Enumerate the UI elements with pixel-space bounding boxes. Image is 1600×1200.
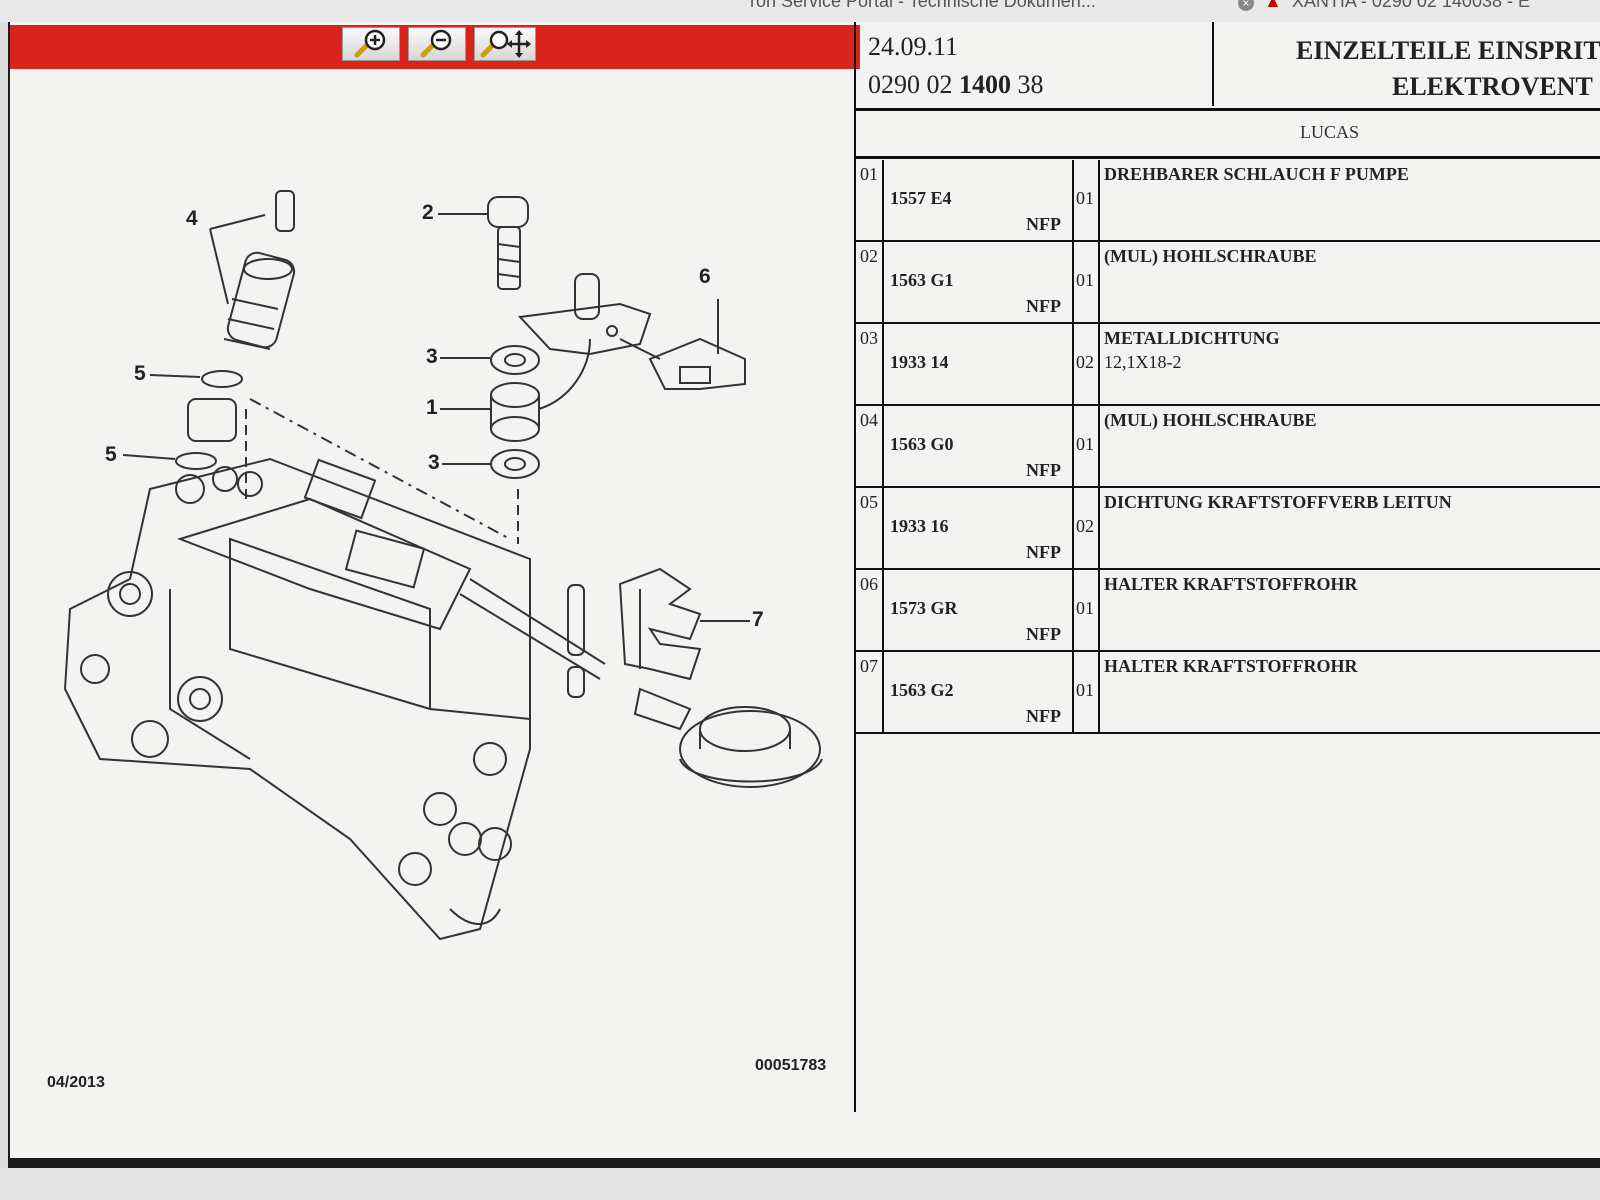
callout-4: 4 [186, 207, 198, 230]
part-description: DREHBARER SCHLAUCH F PUMPE [1104, 164, 1409, 184]
part-number: 1557 E4 [890, 188, 952, 208]
part-4-fitting [223, 190, 296, 350]
part-number: 1933 16 [890, 516, 949, 536]
exploded-view-drawing[interactable]: 4 2 6 3 1 3 5 5 7 04/2013 00051783 [10, 69, 862, 1149]
callout-5-upper: 5 [134, 362, 146, 385]
callout-2: 2 [422, 201, 434, 224]
parts-table: 01 1557 E4 NFP 01 DREHBARER SCHLAUCH F P… [856, 160, 1600, 734]
pan-zoom-icon [480, 30, 531, 58]
quantity: 02 [1076, 516, 1094, 536]
position-number: 01 [860, 164, 878, 184]
manufacturer-label: LUCAS [1300, 122, 1360, 142]
panel-divider [854, 22, 856, 1112]
callout-3-lower: 3 [428, 451, 440, 474]
table-row[interactable]: 02 1563 G1 NFP 01 (MUL) HOHLSCHRAUBE [856, 242, 1600, 324]
cover-lid [633, 687, 823, 788]
drawing-date: 04/2013 [47, 1074, 105, 1091]
position-number: 02 [860, 246, 878, 266]
part-flag: NFP [1026, 460, 1061, 480]
part-5-seal-lower [175, 452, 217, 470]
zoom-in-button[interactable] [342, 27, 400, 61]
browser-tab-service-portal[interactable]: ron Service Portal - Technische Dokumen.… [750, 0, 1096, 12]
part-3-washer-lower [490, 449, 540, 479]
position-number: 04 [860, 410, 878, 430]
injection-pump-body [63, 457, 606, 941]
part-2-hollow-screw [487, 196, 529, 290]
table-row[interactable]: 04 1563 G0 NFP 01 (MUL) HOHLSCHRAUBE [856, 406, 1600, 488]
table-row[interactable]: 06 1573 GR NFP 01 HALTER KRAFTSTOFFROHR [856, 570, 1600, 652]
table-row[interactable]: 05 1933 16 NFP 02 DICHTUNG KRAFTSTOFFVER… [856, 488, 1600, 570]
part-spec: 12,1X18-2 [1104, 352, 1182, 372]
part-number: 1573 GR [890, 598, 958, 618]
page-title-line1: EINZELTEILE EINSPRIT [1296, 36, 1600, 65]
part-1-banjo [490, 338, 591, 442]
part-3-washer-upper [490, 345, 540, 375]
table-row[interactable]: 07 1563 G2 NFP 01 HALTER KRAFTSTOFFROHR [856, 652, 1600, 734]
document-window: 4 2 6 3 1 3 5 5 7 04/2013 00051783 [8, 22, 1600, 1168]
callout-6: 6 [699, 265, 711, 288]
callout-3-upper: 3 [426, 345, 438, 368]
desk-background [0, 1168, 1600, 1200]
part-description: (MUL) HOHLSCHRAUBE [1104, 246, 1317, 266]
quantity: 01 [1076, 270, 1094, 290]
part-5-collar [187, 398, 237, 442]
quantity: 01 [1076, 188, 1094, 208]
part-flag: NFP [1026, 542, 1061, 562]
bracket [517, 273, 652, 356]
part-7-holder [618, 567, 702, 681]
zoom-in-icon [354, 29, 386, 58]
browser-tab-strip: ron Service Portal - Technische Dokumen.… [0, 0, 1600, 22]
pump-diagram [63, 190, 823, 941]
callout-7: 7 [752, 608, 764, 631]
part-6-clip [619, 337, 746, 390]
part-description: HALTER KRAFTSTOFFROHR [1104, 574, 1358, 594]
position-number: 03 [860, 328, 878, 348]
viewer-toolbar [10, 25, 860, 69]
pump-reference: 0290 02 1400 38 [868, 70, 1044, 99]
part-description: HALTER KRAFTSTOFFROHR [1104, 656, 1358, 676]
position-number: 05 [860, 492, 878, 512]
close-icon[interactable]: × [1238, 0, 1254, 11]
callout-5-lower: 5 [105, 443, 117, 466]
part-description: (MUL) HOHLSCHRAUBE [1104, 410, 1317, 430]
part-description: DICHTUNG KRAFTSTOFFVERB LEITUN [1104, 492, 1452, 512]
quantity: 01 [1076, 680, 1094, 700]
part-number: 1563 G2 [890, 680, 954, 700]
callout-leaders [122, 213, 750, 622]
quantity: 02 [1076, 352, 1094, 372]
part-number: 1933 14 [890, 352, 949, 372]
page-title-line2: ELEKTROVENT [1392, 72, 1593, 101]
callout-1: 1 [426, 396, 438, 419]
part-5-seal-upper [201, 370, 243, 388]
part-number: 1563 G1 [890, 270, 954, 290]
document-date: 24.09.11 [868, 32, 959, 61]
tab-label: ron Service Portal - Technische Dokumen.… [750, 0, 1096, 11]
part-flag: NFP [1026, 624, 1061, 644]
tab-label: XANTIA - 0290 02 140038 - E [1291, 0, 1530, 11]
part-flag: NFP [1026, 706, 1061, 726]
warning-icon: ▲ [1264, 0, 1282, 11]
table-row[interactable]: 01 1557 E4 NFP 01 DREHBARER SCHLAUCH F P… [856, 160, 1600, 242]
position-number: 06 [860, 574, 878, 594]
drawing-number: 00051783 [755, 1057, 827, 1074]
zoom-out-button[interactable] [408, 27, 466, 61]
pan-zoom-button[interactable] [474, 27, 536, 61]
position-number: 07 [860, 656, 878, 676]
part-flag: NFP [1026, 214, 1061, 234]
part-flag: NFP [1026, 296, 1061, 316]
part-number: 1563 G0 [890, 434, 954, 454]
quantity: 01 [1076, 598, 1094, 618]
table-row[interactable]: 03 1933 14 02 METALLDICHTUNG 12,1X18-2 [856, 324, 1600, 406]
quantity: 01 [1076, 434, 1094, 454]
zoom-out-icon [420, 29, 452, 58]
part-description: METALLDICHTUNG [1104, 328, 1280, 348]
browser-tab-xantia[interactable]: × ▲ XANTIA - 0290 02 140038 - E [1238, 0, 1530, 12]
